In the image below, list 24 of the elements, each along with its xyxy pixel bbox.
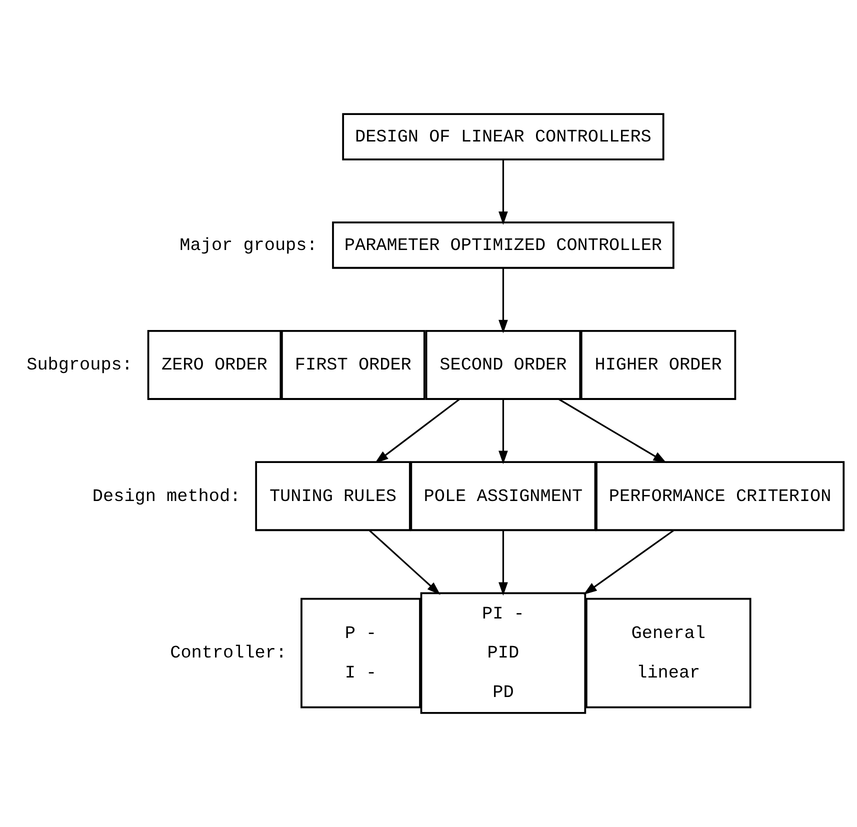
node-box: ZERO ORDER (147, 330, 282, 400)
node-box: PARAMETER OPTIMIZED CONTROLLER (332, 222, 674, 269)
node-box: PI - PID PD (420, 592, 586, 714)
label: Design method: (92, 486, 241, 507)
arrow (498, 399, 508, 464)
node-box: General linear (585, 598, 752, 708)
arrow (368, 530, 440, 595)
node-box: FIRST ORDER (280, 330, 426, 400)
node-box: SECOND ORDER (425, 330, 582, 400)
label: Subgroups: (26, 356, 132, 376)
arrow (374, 398, 460, 464)
node-box: P - I - (300, 598, 421, 708)
node-box: DESIGN OF LINEAR CONTROLLERS (342, 113, 664, 160)
node-box: HIGHER ORDER (580, 330, 736, 400)
arrow (498, 530, 508, 596)
node-box: POLE ASSIGNMENT (410, 461, 596, 532)
arrow (498, 160, 508, 225)
node-box: TUNING RULES (255, 461, 411, 532)
arrow (558, 398, 667, 464)
label: Major groups: (180, 236, 318, 256)
label: Controller: (170, 644, 287, 664)
node-box: PERFORMANCE CRITERION (596, 461, 845, 532)
arrow (584, 530, 674, 595)
arrow (498, 268, 508, 334)
